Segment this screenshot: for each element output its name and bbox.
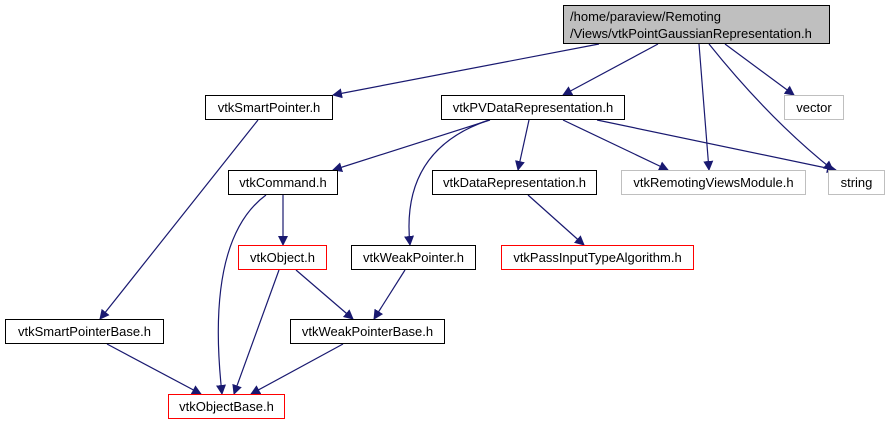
edge-vtkObject-to-vtkWeakPointerBase <box>295 269 354 320</box>
node-vtkObjectBase[interactable]: vtkObjectBase.h <box>168 394 285 419</box>
node-label: vtkRemotingViewsModule.h <box>633 175 794 190</box>
node-label: vtkDataRepresentation.h <box>442 175 587 190</box>
node-label-line: /home/paraview/Remoting <box>570 8 722 24</box>
node-root[interactable]: /home/paraview/Remoting/Views/vtkPointGa… <box>563 5 830 44</box>
node-vector: vector <box>784 95 844 120</box>
edge-vtkObject-to-vtkObjectBase <box>232 269 280 395</box>
node-vtkSmartPointerBase[interactable]: vtkSmartPointerBase.h <box>5 319 164 344</box>
node-vtkWeakPointerBase[interactable]: vtkWeakPointerBase.h <box>290 319 445 344</box>
edge-vtkDataRepresentation-to-vtkPassInputTypeAlgorithm <box>527 194 585 246</box>
node-vtkSmartPointer[interactable]: vtkSmartPointer.h <box>205 95 333 120</box>
node-vtkObject[interactable]: vtkObject.h <box>238 245 327 270</box>
node-vtkPVDataRepresentation[interactable]: vtkPVDataRepresentation.h <box>441 95 625 120</box>
edge-vtkPVDataRepresentation-to-vtkDataRepresentation <box>515 119 530 171</box>
edge-root-to-vtkRemotingViewsModule <box>698 43 714 171</box>
edge-vtkCommand-to-vtkObjectBase <box>216 194 267 395</box>
node-label: vtkCommand.h <box>239 175 327 190</box>
node-label: vtkPassInputTypeAlgorithm.h <box>513 250 682 265</box>
node-label-line: /Views/vtkPointGaussianRepresentation.h <box>570 25 812 41</box>
node-label: vtkWeakPointer.h <box>363 250 464 265</box>
edge-vtkSmartPointerBase-to-vtkObjectBase <box>106 343 202 395</box>
node-label: vector <box>796 100 832 115</box>
edge-root-to-vector <box>724 43 795 96</box>
node-string: string <box>828 170 885 195</box>
edge-root-to-string <box>708 43 834 171</box>
edge-vtkSmartPointer-to-vtkSmartPointerBase <box>99 119 259 320</box>
node-vtkRemotingViewsModule: vtkRemotingViewsModule.h <box>621 170 806 195</box>
node-label: vtkSmartPointerBase.h <box>18 324 151 339</box>
node-label: vtkPVDataRepresentation.h <box>452 100 614 115</box>
node-label: vtkSmartPointer.h <box>217 100 321 115</box>
node-vtkDataRepresentation[interactable]: vtkDataRepresentation.h <box>432 170 597 195</box>
node-vtkCommand[interactable]: vtkCommand.h <box>228 170 338 195</box>
node-vtkWeakPointer[interactable]: vtkWeakPointer.h <box>351 245 476 270</box>
edge-vtkWeakPointer-to-vtkWeakPointerBase <box>373 269 406 320</box>
edge-vtkWeakPointerBase-to-vtkObjectBase <box>250 343 344 395</box>
edge-root-to-vtkPVDataRepresentation <box>562 43 659 96</box>
node-label: string <box>840 175 873 190</box>
edge-vtkPVDataRepresentation-to-vtkCommand <box>332 119 491 173</box>
edge-vtkPVDataRepresentation-to-vtkRemotingViewsModule <box>562 119 669 171</box>
node-label: vtkWeakPointerBase.h <box>301 324 434 339</box>
edge-vtkPVDataRepresentation-to-vtkWeakPointer <box>404 119 490 246</box>
node-label: vtkObjectBase.h <box>179 399 274 414</box>
edge-vtkPVDataRepresentation-to-string <box>596 119 837 174</box>
node-vtkPassInputTypeAlgorithm[interactable]: vtkPassInputTypeAlgorithm.h <box>501 245 694 270</box>
node-label: vtkObject.h <box>249 250 316 265</box>
edge-root-to-vtkSmartPointer <box>332 43 600 99</box>
